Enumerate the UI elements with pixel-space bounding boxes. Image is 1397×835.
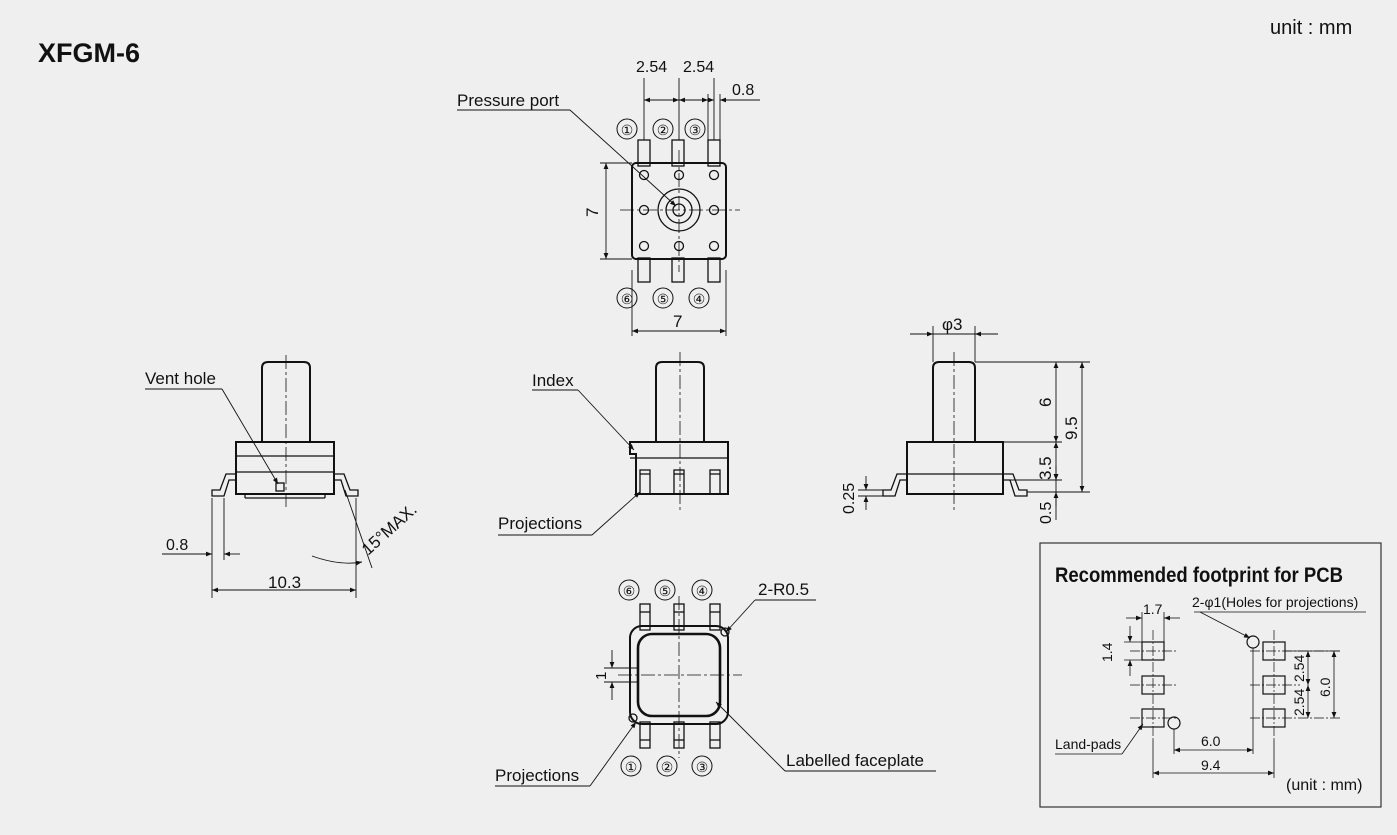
- height-label: 7: [583, 208, 602, 217]
- front-projections-label: Projections: [498, 514, 582, 533]
- lead-thickness-label: 0.25: [841, 483, 858, 514]
- bottom-pin-1: ①: [625, 759, 638, 775]
- left-lead-width-label: 0.8: [166, 537, 188, 554]
- bottom-projections-label: Projections: [495, 766, 579, 785]
- vent-hole-label: Vent hole: [145, 369, 216, 388]
- pin-5: ⑤: [657, 291, 670, 307]
- outer-span-label: 9.4: [1201, 757, 1221, 773]
- bottom-pin-4: ④: [696, 583, 709, 599]
- footprint-panel: Recommended footprint for PCB 1.7 1.4 2-…: [1039, 542, 1382, 808]
- bottom-pin-2: ②: [661, 759, 674, 775]
- body-height-label: 3.5: [1036, 456, 1055, 480]
- pin-2: ②: [657, 122, 670, 138]
- bottom-pin-3: ③: [696, 759, 709, 775]
- lead-bottom-6: [637, 257, 651, 283]
- pitch-b-label: 2.54: [683, 59, 714, 76]
- lead-width-label: 0.8: [732, 82, 754, 99]
- bottom-pin-5: ⑤: [659, 583, 672, 599]
- drawing-title: XFGM-6: [38, 38, 141, 68]
- bottom-view: [495, 579, 936, 787]
- front-view: [498, 352, 729, 536]
- inner-span-label: 6.0: [1201, 733, 1221, 749]
- footprint-unit-label: (unit : mm): [1286, 777, 1362, 794]
- pin-1: ①: [621, 122, 634, 138]
- bottom-view-labels: ⑥ ⑤ ④ ① ② ③ 2-R0.5 1 Projections Labelle…: [495, 580, 924, 785]
- unit-label: unit : mm: [1270, 17, 1353, 39]
- top-view-labels: 2.54 2.54 0.8 Pressure port 7 7 ① ② ③ ⑥ …: [457, 59, 754, 331]
- bottom-pin-6: ⑥: [623, 583, 636, 599]
- projection-hole: [1167, 716, 1181, 730]
- pin-4: ④: [693, 291, 706, 307]
- dim-1-label: 1: [593, 672, 610, 680]
- lead-top-2: [671, 139, 685, 167]
- angle-label: 15°MAX.: [358, 500, 421, 559]
- fp-pitch-a-label: 2.54: [1291, 655, 1307, 682]
- pad-width-label: 1.7: [1143, 601, 1163, 617]
- land-pads-label: Land-pads: [1055, 736, 1121, 752]
- index-label: Index: [532, 371, 574, 390]
- left-side-labels: Vent hole 0.8 10.3 15°MAX.: [145, 369, 421, 592]
- lead-bottom-4: [707, 257, 721, 283]
- row-span-label: 6.0: [1317, 677, 1333, 697]
- front-view-labels: Index Projections: [498, 371, 582, 533]
- pin-6: ⑥: [621, 291, 634, 307]
- port-height-label: 6: [1036, 398, 1055, 407]
- fp-pitch-b-label: 2.54: [1291, 689, 1307, 716]
- right-side-labels: φ3 6 9.5 3.5 0.25 0.5: [841, 315, 1081, 524]
- faceplate-label: Labelled faceplate: [786, 751, 924, 770]
- left-side-view: [145, 355, 373, 598]
- width-label: 7: [673, 312, 682, 331]
- pressure-port-label: Pressure port: [457, 91, 559, 110]
- pin-3: ③: [689, 122, 702, 138]
- pad-height-label: 1.4: [1099, 642, 1115, 662]
- vent-hole: [275, 482, 285, 492]
- pitch-a-label: 2.54: [636, 59, 667, 76]
- radius-label: 2-R0.5: [758, 580, 809, 599]
- right-side-view: [858, 326, 1090, 520]
- top-view: [457, 78, 760, 336]
- standoff-label: 0.5: [1038, 502, 1055, 524]
- span-label: 10.3: [268, 573, 301, 592]
- footprint-title: Recommended footprint for PCB: [1055, 564, 1343, 587]
- holes-label: 2-φ1(Holes for projections): [1192, 594, 1358, 610]
- port-diameter-label: φ3: [942, 315, 962, 334]
- lead-bottom-5: [671, 257, 685, 283]
- total-height-label: 9.5: [1062, 416, 1081, 440]
